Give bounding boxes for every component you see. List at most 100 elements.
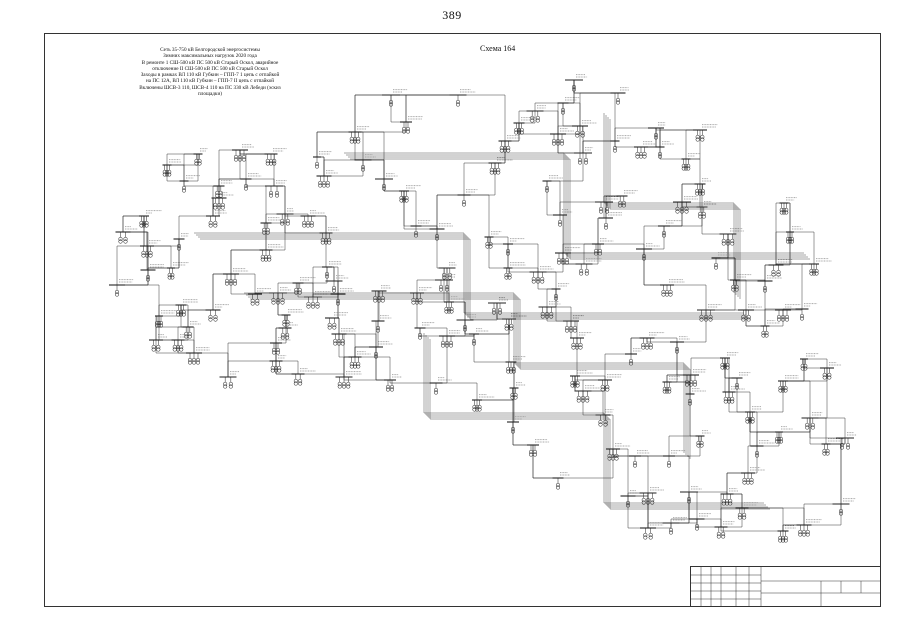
transformer-winding [444,287,450,292]
transformer-winding [321,183,327,188]
transformer-winding [661,292,666,297]
transformer-winding [576,395,581,401]
transformer-winding [277,368,282,373]
transformer-winding [228,278,234,284]
transformer-winding [544,185,550,191]
transmission-line [155,340,194,354]
transformer-winding [750,416,755,422]
transformer-winding [232,278,238,284]
transformer-winding [310,304,316,309]
transmission-line [474,319,510,335]
transformer-winding [141,223,147,228]
transformer-winding [576,398,581,403]
transformer-winding [731,287,736,292]
transmission-line [716,257,736,280]
transmission-line [826,443,842,504]
transformer-winding [734,284,739,290]
transmission-line [317,156,325,176]
transformer-winding [208,317,213,322]
transformer-winding [277,365,282,371]
transformer-winding [774,436,780,442]
transformer-winding [325,183,330,188]
transmission-line [464,320,474,335]
transformer-winding [418,297,423,303]
transformer-winding [413,230,419,236]
transformer-winding [380,298,385,303]
transformer-winding [176,309,181,315]
transformer-winding [448,340,454,346]
transformer-winding [737,512,742,518]
transformer-winding [572,325,578,331]
transmission-line [245,153,271,179]
transformer-winding [781,210,787,215]
transmission-line [681,202,702,208]
transformer-winding [506,366,511,372]
transmission-line [375,320,378,347]
transformer-winding [373,298,378,303]
transformer-winding [444,306,449,312]
transformer-winding [781,207,787,213]
transformer-winding [684,382,690,387]
transformer-winding [114,289,120,295]
transformer-winding [440,343,446,348]
transformer-winding [510,392,515,398]
transformer-winding [255,298,260,304]
transmission-line [277,282,298,293]
transmission-line [635,455,649,493]
transmission-line [750,381,784,413]
transmission-line [464,163,496,196]
transmission-line [117,284,160,316]
transformer-winding [502,148,508,153]
transmission-line [597,217,606,244]
transformer-winding [141,220,147,226]
transformer-winding [220,202,225,208]
transformer-winding [139,223,144,228]
transformer-winding [510,426,516,432]
transformer-winding [280,300,285,305]
transformer-winding [335,298,341,304]
transmission-line [383,179,404,192]
transformer-winding [191,360,197,365]
transmission-line [644,226,665,250]
transmission-line [532,445,558,479]
transformer-winding [325,180,330,186]
transformer-winding [275,347,281,353]
transformer-winding [560,257,566,263]
transformer-winding [195,357,201,363]
transformer-winding [700,191,705,196]
transformer-winding [309,223,314,228]
transformer-winding [726,396,732,402]
transformer-winding [314,161,320,167]
transformer-winding [267,254,272,260]
transformer-winding [731,284,736,290]
transformer-winding [838,511,844,516]
transformer-winding [583,157,589,163]
transformer-winding [699,443,704,448]
transformer-winding [668,527,674,533]
transformer-winding [572,328,578,333]
transmission-line [495,141,506,164]
transformer-winding [713,262,719,268]
transformer-winding [181,309,186,315]
transmission-line [239,150,271,155]
transformer-winding [805,422,810,428]
transformer-winding [780,538,786,543]
transformer-winding [331,285,337,291]
transformer-winding [553,293,559,299]
transmission-line [727,493,743,508]
transmission-line [231,273,256,294]
transformer-winding [504,275,509,280]
transformer-winding [449,309,454,314]
transmission-line [403,191,437,230]
transformer-winding [123,239,128,244]
transformer-winding [811,271,817,276]
transmission-line [458,94,506,141]
transformer-winding [699,440,704,446]
transformer-winding [642,154,647,159]
transformer-winding [785,239,791,244]
transformer-winding [598,209,604,214]
transmission-line [505,123,520,142]
transformer-winding [474,407,480,412]
transmission-line [339,333,345,377]
transformer-winding [730,399,735,404]
